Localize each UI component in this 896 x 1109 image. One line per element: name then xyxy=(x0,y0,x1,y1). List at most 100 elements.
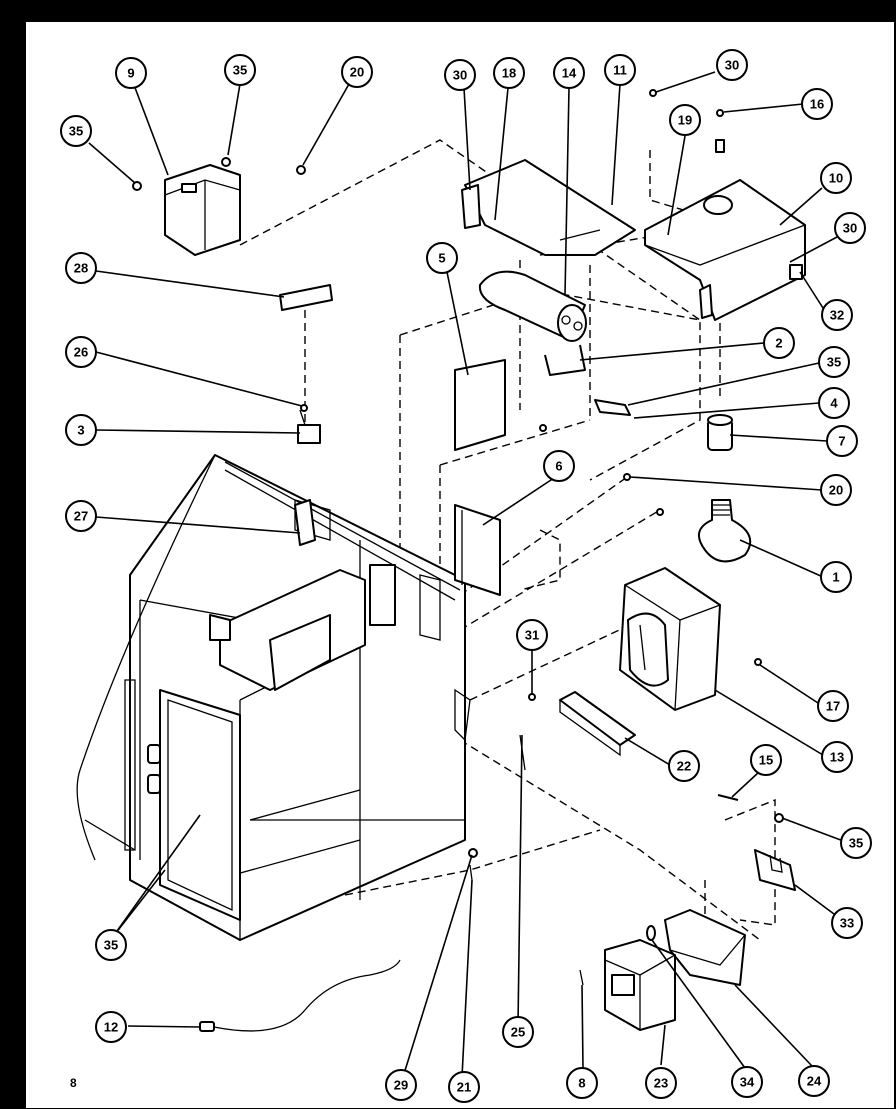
callout-30: 30 xyxy=(834,212,866,244)
part-9-bracket xyxy=(164,164,241,256)
callout-9: 9 xyxy=(115,57,147,89)
callout-26: 26 xyxy=(65,336,97,368)
part-5-label-plate xyxy=(454,359,506,451)
callout-circle xyxy=(493,57,525,89)
callout-circle xyxy=(820,474,852,506)
part-14-capacitor xyxy=(478,270,587,342)
callout-label: 30 xyxy=(843,221,857,236)
callout-25: 25 xyxy=(502,1016,534,1048)
callout-5: 5 xyxy=(426,242,458,274)
callout-6: 6 xyxy=(543,450,575,482)
callout-circle xyxy=(385,1069,417,1101)
callout-14: 14 xyxy=(553,57,585,89)
callout-label: 10 xyxy=(829,171,843,186)
callout-circle xyxy=(821,741,853,773)
callout-circle xyxy=(669,104,701,136)
assembly-dash-lines xyxy=(169,139,776,941)
part-28-strip xyxy=(279,284,333,311)
callout-label: 1 xyxy=(832,570,839,585)
callout-circle xyxy=(826,425,858,457)
callout-label: 8 xyxy=(578,1076,585,1091)
callout-circle xyxy=(834,212,866,244)
callout-16: 16 xyxy=(801,88,833,120)
part-3-switch xyxy=(297,409,321,444)
callout-label: 28 xyxy=(74,261,88,276)
callout-circle xyxy=(645,1067,677,1099)
callout-label: 19 xyxy=(678,113,692,128)
part-1-bulb xyxy=(697,499,752,563)
callout-12: 12 xyxy=(95,1011,127,1043)
callout-label: 22 xyxy=(677,759,691,774)
part-27-bracket xyxy=(294,499,316,546)
callout-2: 2 xyxy=(763,327,795,359)
callout-label: 11 xyxy=(613,63,627,78)
callout-15: 15 xyxy=(750,744,782,776)
callout-17: 17 xyxy=(817,690,849,722)
callout-label: 20 xyxy=(829,483,843,498)
callout-10: 10 xyxy=(820,162,852,194)
part-12-power-cord xyxy=(199,959,401,1032)
callout-circle xyxy=(341,56,373,88)
callout-24: 24 xyxy=(798,1065,830,1097)
callout-label: 31 xyxy=(525,628,539,643)
callout-circle xyxy=(224,54,256,86)
callout-35: 35 xyxy=(840,827,872,859)
callout-label: 20 xyxy=(350,65,364,80)
callout-circle xyxy=(840,827,872,859)
part-7-lamp-socket xyxy=(707,414,733,451)
part-2-bracket xyxy=(544,344,586,376)
callout-33: 33 xyxy=(831,907,863,939)
callout-circle xyxy=(95,1011,127,1043)
callout-label: 30 xyxy=(725,58,739,73)
callout-label: 14 xyxy=(562,66,577,81)
callout-23: 23 xyxy=(645,1067,677,1099)
callout-35: 35 xyxy=(818,346,850,378)
callout-22: 22 xyxy=(668,750,700,782)
callout-circle xyxy=(60,115,92,147)
part-11-plate xyxy=(461,159,636,256)
callout-circle xyxy=(604,54,636,86)
callout-circle xyxy=(65,336,97,368)
callout-circle xyxy=(65,500,97,532)
callout-29: 29 xyxy=(385,1069,417,1101)
callout-circle xyxy=(115,57,147,89)
part-33-bracket xyxy=(754,849,796,891)
callout-circle xyxy=(566,1067,598,1099)
callout-circle xyxy=(65,252,97,284)
callout-circle xyxy=(831,907,863,939)
callout-circle xyxy=(820,561,852,593)
callout-circle xyxy=(818,387,850,419)
callout-label: 4 xyxy=(830,396,838,411)
callout-circle xyxy=(801,88,833,120)
callout-circle xyxy=(798,1065,830,1097)
callout-circle xyxy=(543,450,575,482)
callout-label: 13 xyxy=(830,750,844,765)
callout-13: 13 xyxy=(821,741,853,773)
leader-lines xyxy=(88,71,847,1078)
callout-28: 28 xyxy=(65,252,97,284)
callout-label: 35 xyxy=(233,63,247,78)
callout-label: 6 xyxy=(555,459,562,474)
callout-label: 24 xyxy=(807,1074,822,1089)
part-23-ballast xyxy=(604,939,676,1031)
part-6-plate xyxy=(454,504,501,596)
callout-label: 9 xyxy=(127,66,134,81)
callout-21: 21 xyxy=(448,1071,480,1103)
callout-circle xyxy=(820,162,852,194)
callout-label: 35 xyxy=(69,124,83,139)
callout-20: 20 xyxy=(341,56,373,88)
callout-label: 34 xyxy=(740,1075,755,1090)
part-13-transformer xyxy=(619,567,721,711)
part-22-bracket xyxy=(559,691,636,757)
callout-label: 35 xyxy=(104,938,118,953)
callout-circle xyxy=(553,57,585,89)
callout-circle xyxy=(444,59,476,91)
cabinet-housing xyxy=(76,454,471,941)
callout-circle xyxy=(817,690,849,722)
callout-label: 5 xyxy=(438,251,445,266)
callout-circle xyxy=(65,414,97,446)
callout-7: 7 xyxy=(826,425,858,457)
callout-circle xyxy=(763,327,795,359)
callout-label: 29 xyxy=(394,1078,408,1093)
